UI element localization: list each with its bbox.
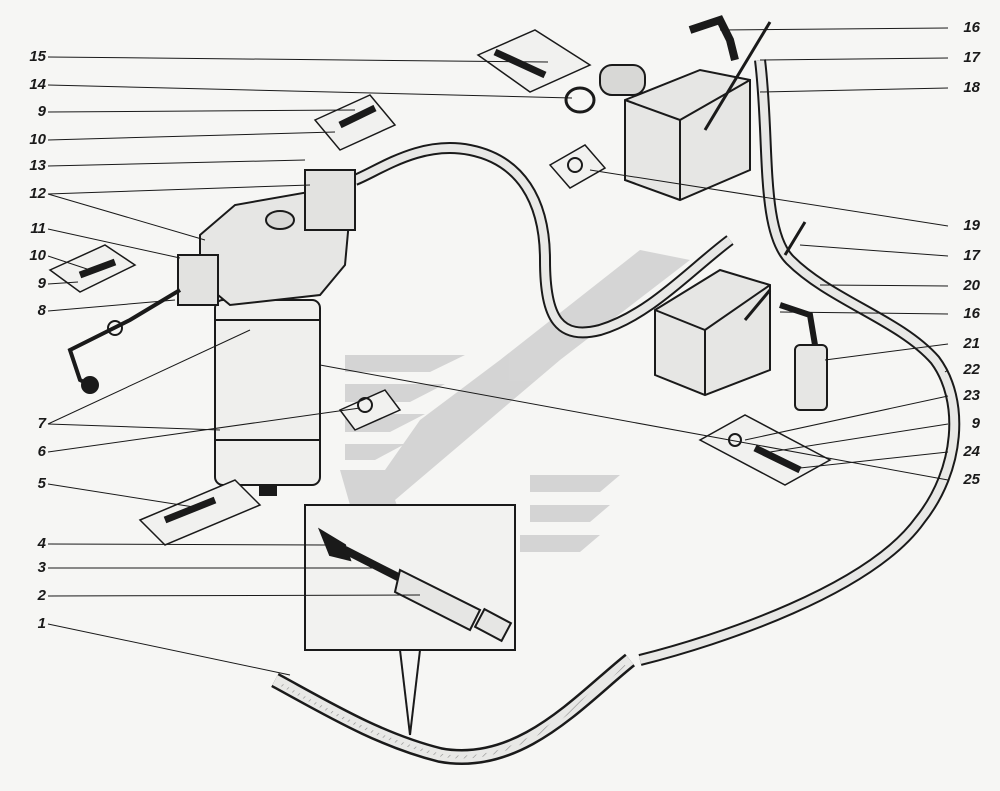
callout-9-right: 9 bbox=[971, 415, 980, 432]
assembly-lines bbox=[48, 15, 961, 765]
callout-6: 6 bbox=[37, 443, 46, 460]
callout-1: 1 bbox=[37, 615, 46, 632]
callout-15: 15 bbox=[29, 48, 46, 65]
callout-8: 8 bbox=[37, 302, 46, 319]
callout-5: 5 bbox=[37, 475, 46, 492]
callout-18: 18 bbox=[963, 79, 980, 96]
callout-17-top: 17 bbox=[963, 49, 980, 66]
callout-3: 3 bbox=[37, 559, 46, 576]
callout-16-mid: 16 bbox=[963, 305, 980, 322]
callout-7: 7 bbox=[37, 415, 46, 432]
callout-16-top: 16 bbox=[963, 19, 980, 36]
callout-20: 20 bbox=[963, 277, 980, 294]
callout-10-top: 10 bbox=[29, 131, 46, 148]
callout-17-mid: 17 bbox=[963, 247, 980, 264]
callout-12: 12 bbox=[29, 185, 46, 202]
leader-lines bbox=[47, 27, 949, 676]
callout-2: 2 bbox=[37, 587, 46, 604]
callout-9-top: 9 bbox=[37, 103, 46, 120]
callout-11: 11 bbox=[30, 220, 46, 237]
callout-4: 4 bbox=[37, 535, 46, 552]
callout-23: 23 bbox=[963, 387, 980, 404]
callout-14: 14 bbox=[29, 76, 46, 93]
callout-25: 25 bbox=[963, 471, 980, 488]
callout-10-mid: 10 bbox=[29, 247, 46, 264]
watermark-logo bbox=[340, 250, 690, 552]
callout-19: 19 bbox=[963, 217, 980, 234]
callout-22: 22 bbox=[963, 361, 980, 378]
callout-13: 13 bbox=[29, 157, 46, 174]
callout-21: 21 bbox=[963, 335, 980, 352]
callout-9-mid: 9 bbox=[37, 275, 46, 292]
callout-24: 24 bbox=[963, 443, 980, 460]
